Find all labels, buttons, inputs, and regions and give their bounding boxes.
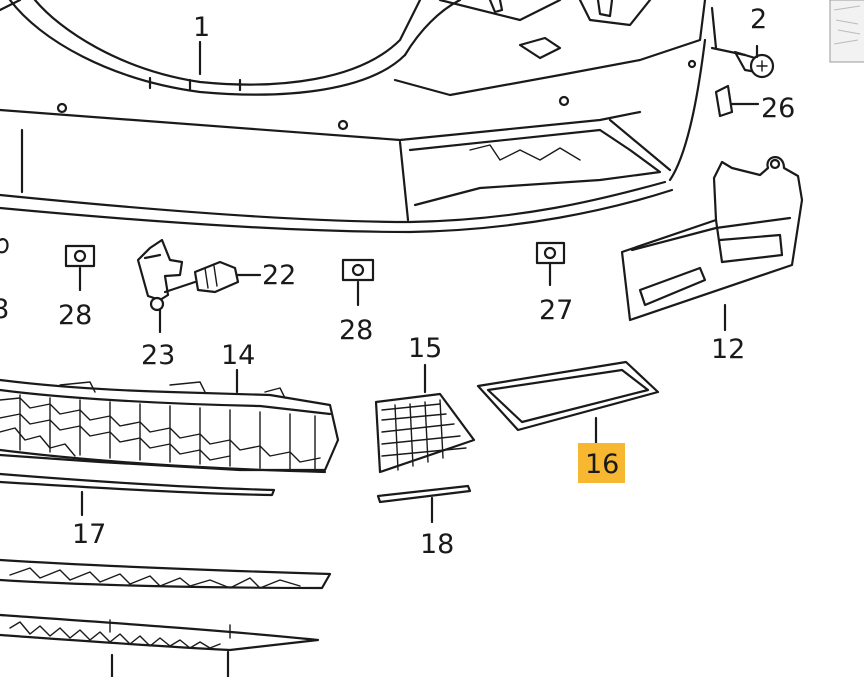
grille-part-14 [0, 368, 340, 474]
callout-22[interactable]: 22 [262, 260, 296, 291]
callout-27[interactable]: 27 [539, 295, 573, 326]
trim-strip-part-18 [376, 484, 472, 524]
clip-part-28-left [64, 244, 96, 292]
clip-part-26 [714, 84, 760, 118]
side-grille-part-15 [374, 363, 476, 474]
callout-1[interactable]: 1 [193, 12, 210, 43]
callout-28-right[interactable]: 28 [339, 315, 373, 346]
callout-2[interactable]: 2 [750, 4, 767, 35]
callout-8-partial[interactable]: 8 [0, 294, 9, 325]
callout-15[interactable]: 15 [408, 333, 442, 364]
screw-part-2 [710, 6, 775, 79]
callout-12[interactable]: 12 [711, 334, 745, 365]
callout-26[interactable]: 26 [761, 93, 795, 124]
trim-strip-part-17 [0, 472, 276, 517]
callout-14[interactable]: 14 [221, 340, 255, 371]
side-bracket-part-12 [620, 156, 804, 332]
clip-part-28-right [341, 258, 375, 307]
clip-part-27 [535, 241, 566, 287]
sensor-part-22 [136, 238, 262, 334]
callout-23[interactable]: 23 [141, 340, 175, 371]
callout-17[interactable]: 17 [72, 519, 106, 550]
callout-16[interactable]: 16 [585, 449, 619, 480]
bumper-cover [0, 0, 707, 254]
lower-spoiler [0, 558, 332, 677]
callout-28-left[interactable]: 28 [58, 300, 92, 331]
highlight-box-16 [578, 443, 625, 483]
thumbnail-preview [829, 0, 864, 63]
frame-part-16 [476, 360, 660, 445]
callout-18[interactable]: 18 [420, 529, 454, 560]
